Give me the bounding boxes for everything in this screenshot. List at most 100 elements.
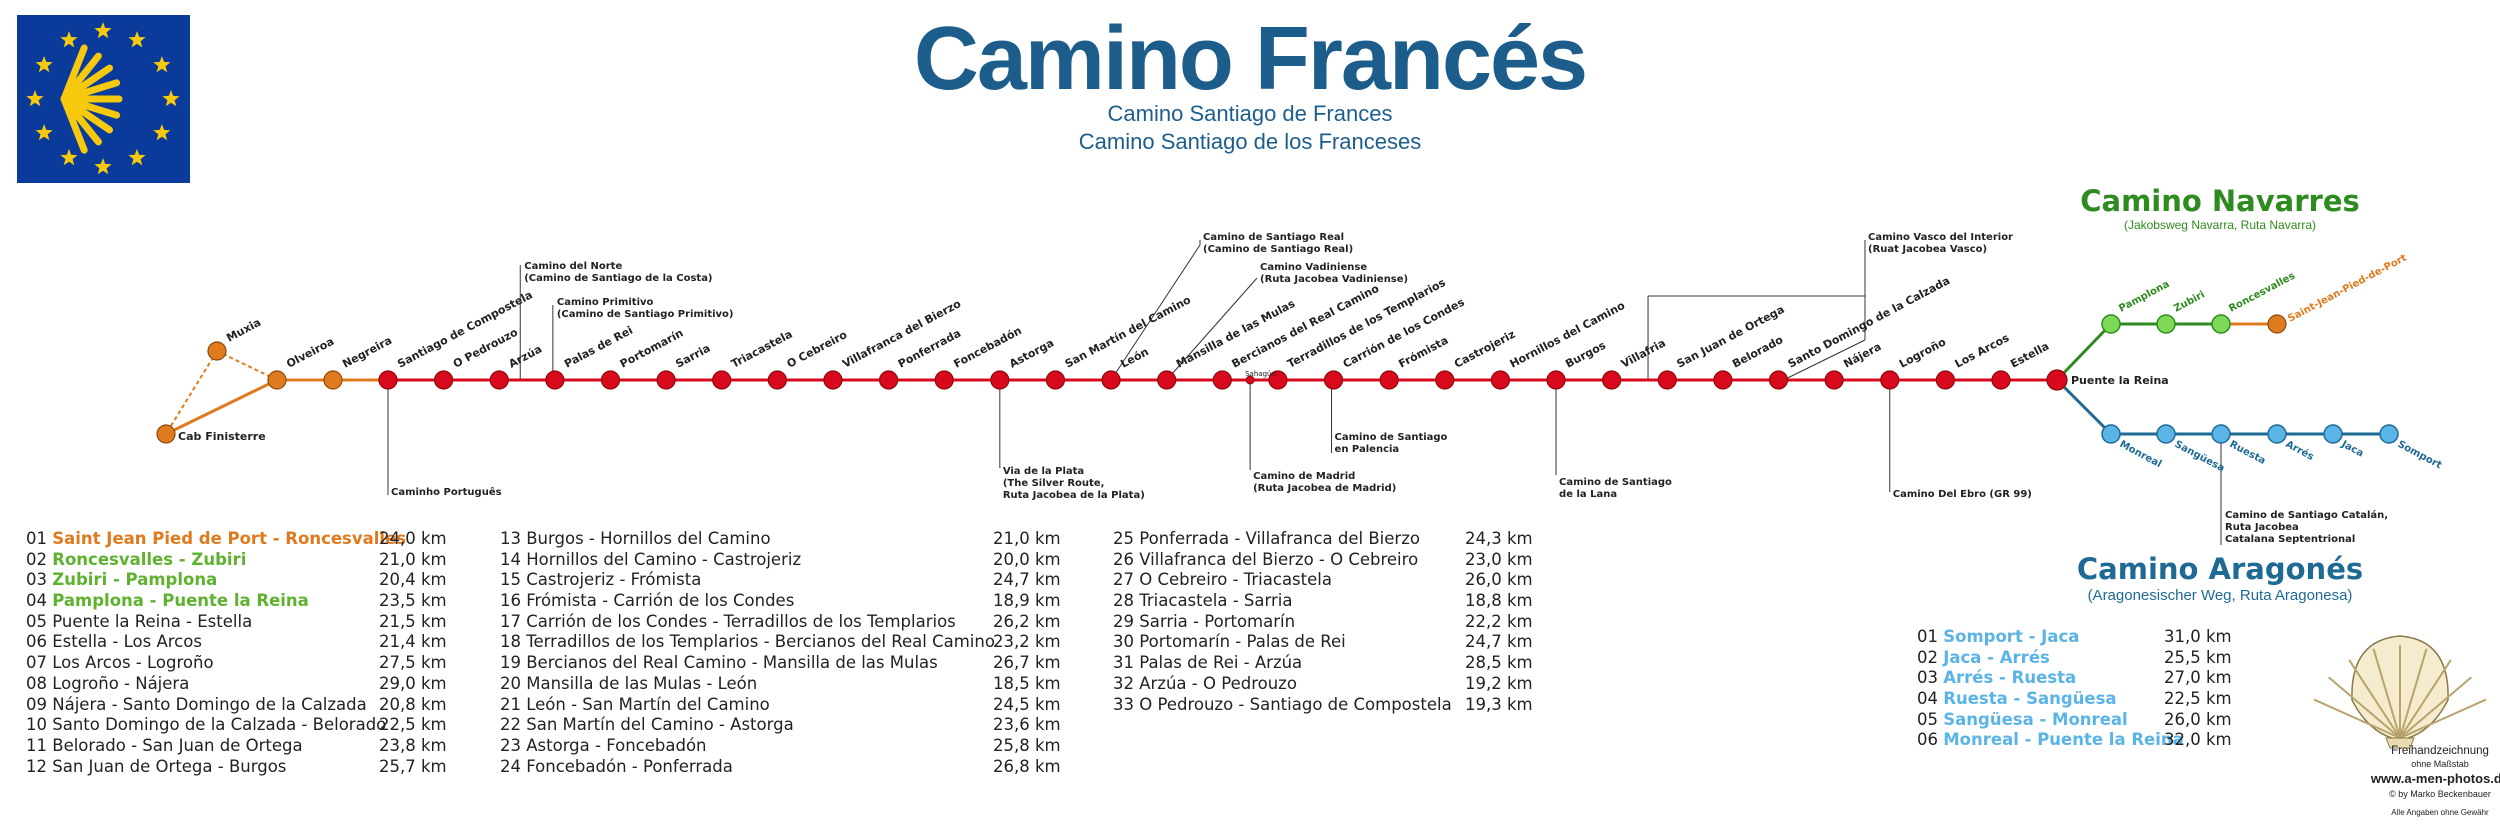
stage-name: 30 Portomarín - Palas de Rei [1113, 632, 1346, 652]
shell-base [2385, 737, 2415, 749]
stage-distance: 24,3 km [1465, 529, 1533, 548]
stage-distance: 31,0 km [2164, 627, 2232, 646]
station-burgos [1546, 370, 1566, 390]
station-o-pedrouzo [434, 370, 454, 390]
station-label: Sarria [673, 342, 712, 371]
station-estella [1991, 370, 2011, 390]
shell-rib [2313, 698, 2401, 739]
connection-vasco: (Ruat Jacobea Vasco) [1868, 244, 1987, 255]
stage-distance: 21,5 km [379, 611, 447, 631]
stage-number: 01 [26, 529, 53, 548]
stage-number: 06 [26, 632, 53, 652]
station-monreal [2101, 424, 2121, 444]
station-sarria [656, 370, 676, 390]
stage-name: 18 Terradillos de los Templarios - Berci… [500, 632, 995, 652]
station-label-sahagun: Sahagún [1245, 370, 1276, 378]
stage-number: 10 [26, 715, 53, 735]
stage-distance: 18,9 km [993, 591, 1061, 611]
connection-primitivo: Camino Primitivo [557, 297, 654, 308]
connection-vadiniense: Camino Vadiniense [1260, 262, 1367, 273]
connection-vadiniense: (Ruta Jacobea Vadiniense) [1260, 274, 1408, 285]
scallop-shell-icon [60, 44, 123, 154]
station-pamplona [2101, 314, 2121, 334]
stage-list-1: 01 Saint Jean Pied de Port - Roncesvalle… [26, 529, 466, 777]
station-label: Castrojeriz [1452, 328, 1517, 371]
stage-name: 01 Somport - Jaca [1917, 627, 2079, 648]
coast-dotted-muxia [216, 350, 278, 381]
stage-number: 06 [1917, 730, 1944, 750]
station-label: Roncesvalles [2227, 271, 2297, 315]
station-negreira [323, 370, 343, 390]
station-castrojeriz [1435, 370, 1455, 390]
aragones-title: Camino Aragonés [2076, 552, 2364, 586]
star-icon [35, 124, 53, 141]
stage-name: 29 Sarria - Portomarín [1113, 611, 1296, 631]
stage-name: 24 Foncebadón - Ponferrada [500, 756, 733, 776]
station-zubiri [2156, 314, 2176, 334]
coast-line-finisterre [165, 378, 278, 436]
station-carrion-de-los-condes [1323, 370, 1344, 390]
station-villafria [1602, 370, 1622, 390]
stage-name: 09 Nájera - Santo Domingo de la Calzada [26, 695, 367, 716]
station-label-puente-la-reina: Puente la Reina [2071, 374, 2169, 387]
stage-distance: 19,3 km [1465, 694, 1533, 714]
stage-name: 05 Puente la Reina - Estella [26, 612, 252, 633]
stage-distance: 22,5 km [2164, 689, 2232, 709]
stage-distance: 18,8 km [1465, 591, 1533, 611]
connection-primitivo: (Camino de Santiago Primitivo) [557, 309, 734, 320]
stage-list-aragones: 01 Somport - Jaca 31,0 km 02 Jaca - Arrés 2… [1917, 627, 2237, 751]
star-icon [128, 148, 146, 166]
station-label: Arrés [2284, 438, 2316, 463]
coast-dotted-link [165, 350, 218, 435]
station-label-muxia: Muxia [224, 316, 263, 345]
stage-distance: 28,5 km [1465, 653, 1533, 673]
station-label: Pamplona [2117, 279, 2171, 315]
station-olveiroa [267, 370, 287, 390]
stage-name: 02 Jaca - Arrés [1917, 648, 2050, 669]
stage-name: 03 Arrés - Ruesta [1917, 668, 2076, 689]
star-icon [162, 90, 180, 107]
station-label: Burgos [1563, 338, 1608, 370]
stage-distance: 27,5 km [379, 653, 447, 673]
station-ponferrada [878, 370, 899, 390]
stage-number: 08 [26, 673, 53, 693]
stage-name: 21 León - San Martín del Camino [500, 694, 770, 714]
station-villafranca-del-bierzo [823, 370, 843, 390]
star-icon [94, 22, 112, 39]
subtitle-1: Camino Santiago de Frances [1107, 101, 1393, 126]
stage-name: 28 Triacastela - Sarria [1113, 591, 1293, 611]
station-leon [1101, 370, 1121, 390]
station-foncebadon [934, 370, 954, 390]
station-saint-jean-pied-de-port [2267, 314, 2287, 334]
flag-stars [26, 22, 180, 175]
stage-distance: 25,8 km [993, 735, 1061, 755]
stage-distance: 23,2 km [993, 632, 1061, 652]
shell-rib [2372, 648, 2401, 739]
connection-lana: de la Lana [1559, 489, 1617, 500]
stage-name: 32 Arzúa - O Pedrouzo [1113, 673, 1297, 693]
shell-ray [60, 95, 88, 154]
station-label: Monreal [2118, 439, 2164, 470]
connection-catalan: Ruta Jacobea [2225, 522, 2299, 533]
stage-distance: 23,8 km [379, 735, 447, 755]
connector-line [1110, 244, 1201, 381]
shell-rib [2328, 676, 2401, 739]
shell-rib [2348, 659, 2401, 739]
stage-route: Zubiri - Pamplona [52, 570, 218, 590]
stage-number: 12 [26, 756, 53, 776]
station-label: Ruesta [2228, 439, 2268, 467]
stage-distance: 26,7 km [993, 653, 1061, 673]
navarres-title: Camino Navarres [2080, 184, 2360, 218]
stage-name: 10 Santo Domingo de la Calzada - Belorad… [26, 715, 386, 736]
stage-name: 14 Hornillos del Camino - Castrojeriz [500, 549, 802, 569]
stage-name: 13 Burgos - Hornillos del Camino [500, 529, 771, 548]
stage-row: 01 Saint Jean Pied de Port - Roncesvalle… [26, 529, 466, 550]
station-hornillos-del-camino [1490, 370, 1511, 390]
